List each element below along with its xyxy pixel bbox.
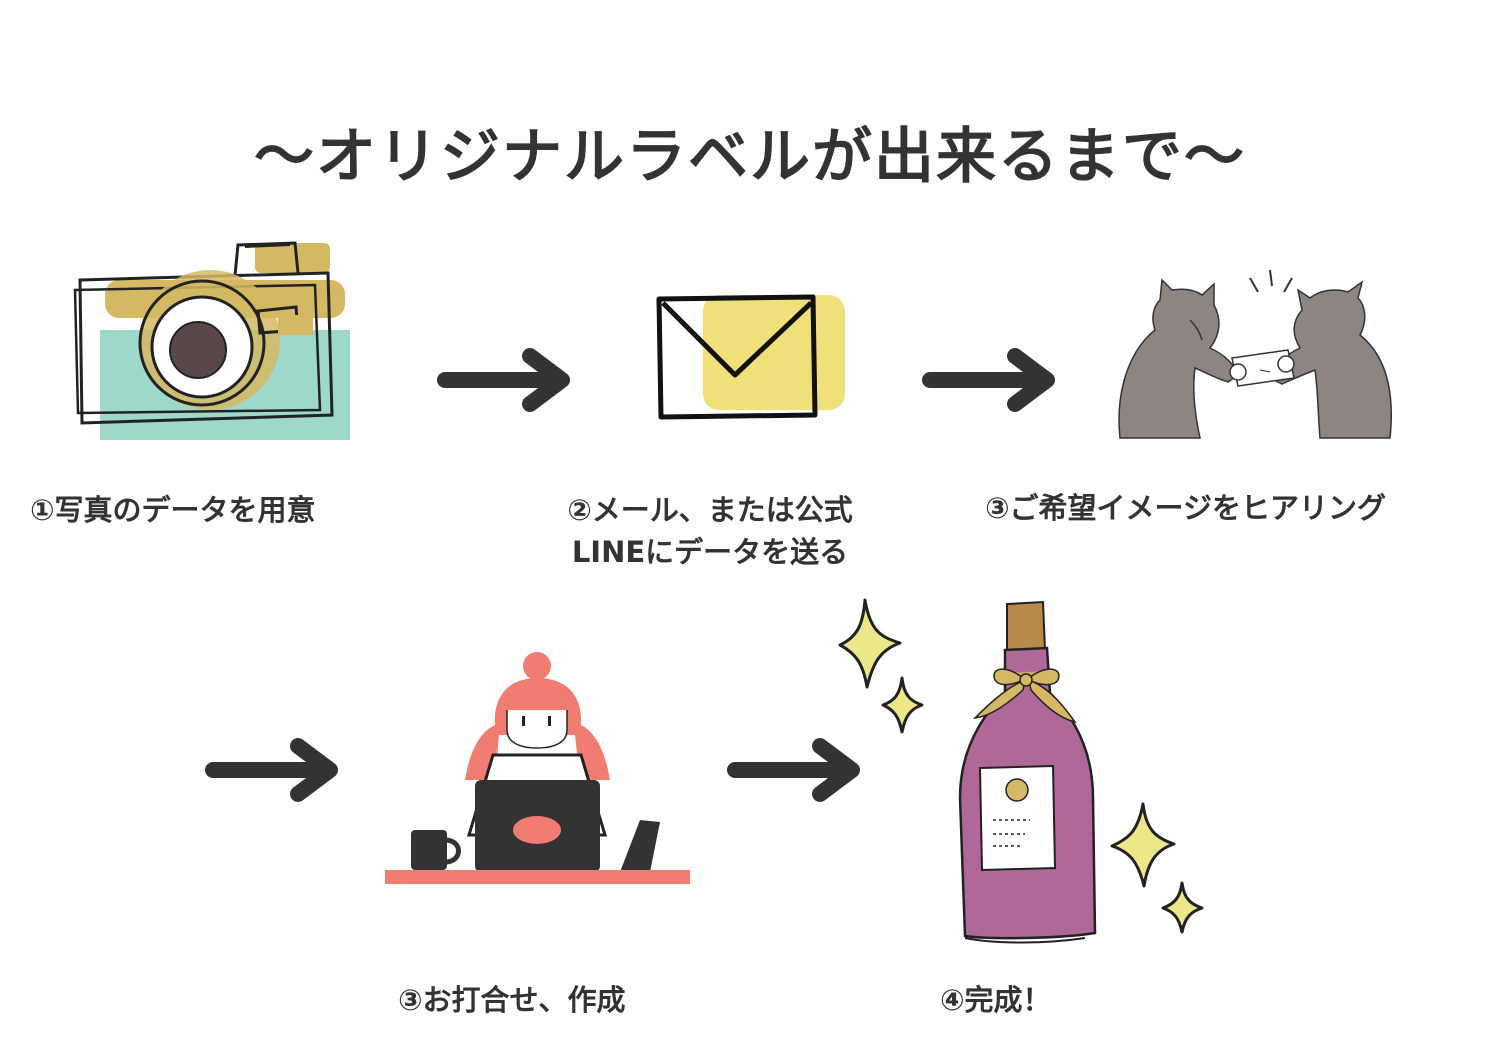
arrow-right-icon [727,738,860,802]
arrow-right-icon [205,738,338,802]
step-4-label: ③お打合せ、作成 [398,983,626,1017]
arrow-right-icon [922,348,1055,412]
envelope-icon [656,294,845,420]
sparkle-icon [881,676,924,734]
page-title: 〜オリジナルラベルが出来るまで〜 [254,122,1246,192]
step-2-label: ②メール、または公式 LINEにデータを送る [520,490,900,572]
cats-exchanging-paper-icon [1118,269,1392,439]
camera-icon [73,241,350,440]
step-1-label: ①写真のデータを用意 [30,493,316,527]
sparkle-icon [838,598,902,689]
wine-bottle-icon [958,600,1097,944]
sparkle-icon [1110,802,1176,888]
sparkle-icon [1161,881,1204,934]
step-2-label-line-2: LINEにデータを送る [571,535,849,569]
step-3-label: ③ご希望イメージをヒアリング [985,491,1386,525]
step-2-label-line-1: ②メール、または公式 [567,493,853,527]
arrow-right-icon [437,348,570,412]
step-5-label: ④完成！ [940,983,1052,1017]
person-at-laptop-icon [385,652,690,884]
